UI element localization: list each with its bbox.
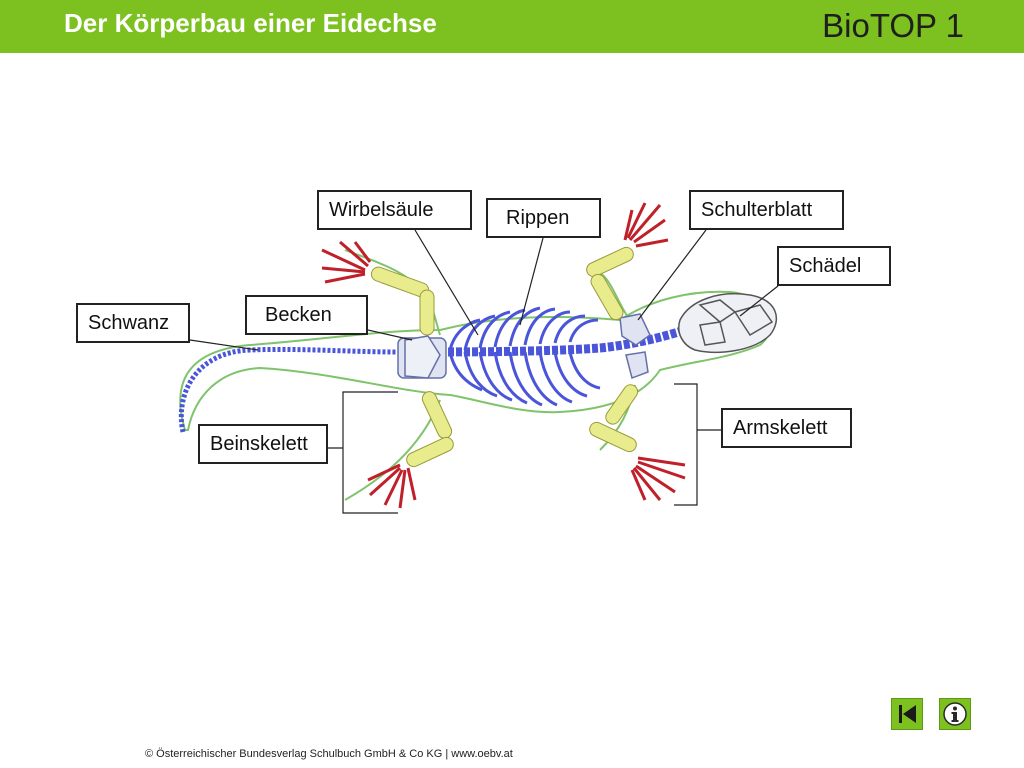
back-button[interactable]	[891, 698, 923, 730]
header-bar	[0, 0, 1024, 53]
label-schwanz: Schwanz	[76, 303, 190, 343]
label-wirbelsaeule: Wirbelsäule	[317, 190, 472, 230]
label-beinskelett: Beinskelett	[198, 424, 328, 464]
info-icon	[943, 702, 967, 726]
shoulder-blade	[619, 313, 651, 346]
leader-lines	[189, 229, 779, 514]
label-armskelett: Armskelett	[721, 408, 852, 448]
footer-copyright: © Österreichischer Bundesverlag Schulbuc…	[145, 748, 513, 760]
brand-logo: BioTOP 1	[822, 7, 964, 44]
hind-feet	[321, 240, 417, 509]
skull	[678, 293, 778, 353]
shoulder-girdle	[625, 351, 649, 379]
hind-legs	[370, 266, 454, 468]
front-feet	[623, 202, 686, 501]
tail-bones	[178, 346, 401, 433]
ribs	[448, 306, 601, 407]
page-title: Der Körperbau einer Eidechse	[64, 8, 437, 38]
front-legs	[586, 246, 639, 453]
pelvis	[397, 335, 447, 379]
spine	[399, 325, 687, 357]
label-schulterblatt: Schulterblatt	[689, 190, 844, 230]
skip-back-icon	[899, 705, 916, 723]
info-button[interactable]	[939, 698, 971, 730]
label-schaedel: Schädel	[777, 246, 891, 286]
label-rippen: Rippen	[486, 198, 601, 238]
label-becken: Becken	[245, 295, 368, 335]
